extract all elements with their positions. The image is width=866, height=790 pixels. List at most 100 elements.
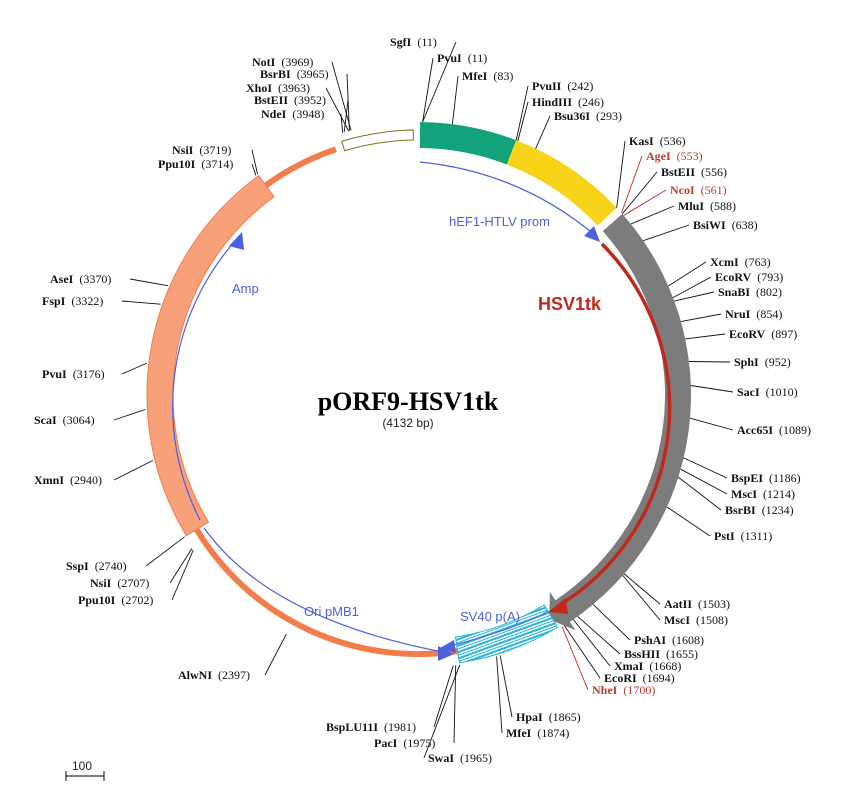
site-leader-line [690,385,734,393]
site-label: BssHII (1655) [624,647,698,661]
site-position: (1975) [403,736,435,750]
site-label: PvuI(11) [437,51,487,65]
site-position: (1655) [666,647,698,661]
site-name: NotI [252,55,276,69]
site-label: PstI(1311) [714,529,772,543]
site-name: AatII [664,597,692,611]
feature-arrows [172,161,672,661]
site-position: (952) [765,355,791,369]
site-name: EcoRV [729,327,766,341]
site-label: AatII(1503) [664,597,730,611]
site-position: (553) [677,149,703,163]
site-label: Ppu10I(3714) [158,157,233,171]
site-leader-line [113,409,146,421]
site-leader-line [630,205,675,225]
site-name: ScaI [34,413,57,427]
scale-bar-label: 100 [72,759,92,773]
site-leader-line [623,189,667,216]
site-position: (1694) [643,671,675,685]
site-leader-line [325,87,349,132]
amp-resistance-arc [146,175,275,537]
site-leader-line [622,575,661,621]
site-position: (3952) [294,93,326,107]
site-position: (588) [710,199,736,213]
site-leader-line [561,626,589,691]
site-name: BspEI [731,471,763,485]
site-position: (1608) [672,633,704,647]
polya-arrowhead [440,640,456,653]
site-label: XcmI(763) [710,255,771,269]
site-name: BssHII [624,647,660,661]
site-label: ScaI(3064) [34,413,95,427]
site-position: (3370) [79,272,111,286]
site-label: XmnI(2940) [34,473,102,487]
site-label: HindIII(246) [532,95,604,109]
site-position: (1981) [384,720,416,734]
site-position: (3714) [201,157,233,171]
promoter-arrowhead [584,226,600,242]
site-name: AgeI [646,149,671,163]
amp-arrowhead [229,232,244,250]
site-label: MfeI(1874) [506,726,569,740]
site-leader-line [169,548,193,584]
site-name: NsiI [90,576,112,590]
site-label: AlwNI(2397) [178,668,250,682]
site-leader-line [517,101,529,142]
scale-bar: 100 [65,759,105,781]
site-position: (2707) [117,576,149,590]
gene-label: HSV1tk [538,294,602,314]
site-position: (897) [771,327,797,341]
site-leader-line [129,278,168,287]
site-name: NcoI [670,183,695,197]
site-name: HindIII [532,95,572,109]
site-position: (3969) [281,55,313,69]
site-leader-line [451,75,459,125]
site-leader-line [535,115,551,149]
promoter-yellow-arc [506,140,617,226]
polya-label: SV40 p(A) [460,609,520,624]
site-position: (638) [732,218,758,232]
site-leader-line [453,665,457,744]
site-name: AlwNI [178,668,212,682]
ori-label: Ori pMB1 [304,604,359,619]
site-leader-line [423,664,461,759]
site-label: Ppu10I(2702) [78,593,153,607]
site-position: (83) [493,69,513,83]
olive-linker-segment [341,129,414,152]
site-name: NruI [725,307,751,321]
site-leader-line [346,73,350,131]
site-label: SwaI(1965) [428,751,492,765]
site-leader-line [668,261,707,287]
site-position: (242) [567,79,593,93]
site-position: (854) [756,307,782,321]
site-name: Acc65I [737,423,773,437]
site-position: (1668) [649,659,681,673]
site-name: PstI [714,529,735,543]
ori-arrow [203,527,449,654]
site-position: (802) [756,285,782,299]
site-position: (1965) [460,751,492,765]
site-position: (3963) [278,81,310,95]
site-label: Acc65I(1089) [737,423,811,437]
site-label: PshAI(1608) [634,633,704,647]
restriction-site-lines [113,41,734,759]
site-label: Bsu36I(293) [554,109,622,123]
site-leader-line [422,41,457,123]
site-leader-line [680,313,722,323]
site-label: NcoI(561) [670,183,727,197]
site-name: BsiWI [693,218,726,232]
site-label: SphI(952) [734,355,791,369]
site-name: MscI [731,487,757,501]
site-position: (2702) [121,593,153,607]
site-position: (1700) [623,683,655,697]
site-leader-line [496,656,503,734]
site-position: (1214) [763,487,795,501]
site-position: (293) [596,109,622,123]
site-name: AseI [50,272,74,286]
site-leader-line [683,457,728,479]
site-leader-line [643,224,690,242]
hsv1tk-arrowhead [548,598,568,614]
site-name: PvuI [42,367,67,381]
site-name: SnaBI [718,285,750,299]
